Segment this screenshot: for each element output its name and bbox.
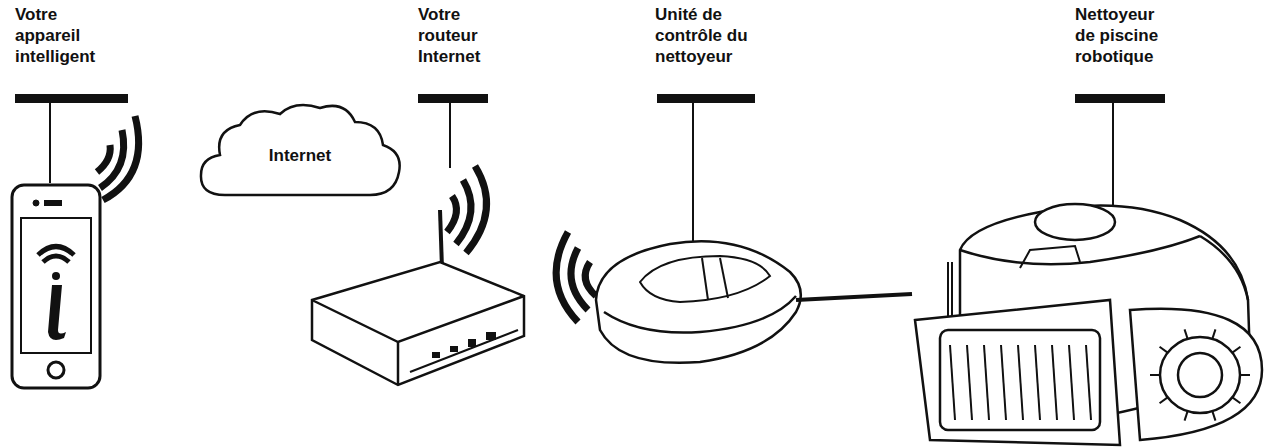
grille-slot [1001, 345, 1006, 420]
callout-label: Unité de contrôle du nettoyeur [655, 4, 767, 67]
tread-tooth [1185, 329, 1188, 339]
robot-treads [950, 329, 1250, 420]
callout-label: Nettoyeur de piscine robotique [1075, 4, 1173, 67]
tread-tooth [1160, 397, 1168, 403]
smartphone [12, 185, 100, 388]
tread-tooth [1240, 374, 1250, 376]
tread-tooth [1160, 347, 1168, 353]
grille-slot [950, 345, 955, 420]
control-unit [596, 241, 912, 363]
callout-label: Votre routeur Internet [418, 4, 500, 67]
leader-lines [50, 103, 1113, 250]
tread-tooth [1185, 411, 1188, 421]
callout-bars [15, 94, 1165, 103]
tread-tooth [1150, 374, 1160, 376]
grille-slot [1052, 345, 1057, 420]
cloud-shape: Internet [195, 100, 405, 205]
tread-tooth [1212, 329, 1215, 339]
grille-slot [1086, 345, 1091, 420]
tread-tooth [1232, 397, 1240, 403]
router [312, 210, 524, 385]
tread-tooth [1232, 347, 1240, 353]
callout-label: Votre appareil intelligent [15, 4, 115, 67]
grille-slot [984, 345, 989, 420]
grille-slot [967, 345, 972, 420]
pool-robot [915, 204, 1262, 445]
cloud-label: Internet [195, 146, 405, 166]
grille-slot [1035, 345, 1040, 420]
grille-slot [1018, 345, 1023, 420]
grille-slot [1069, 345, 1074, 420]
tread-tooth [1212, 411, 1215, 421]
